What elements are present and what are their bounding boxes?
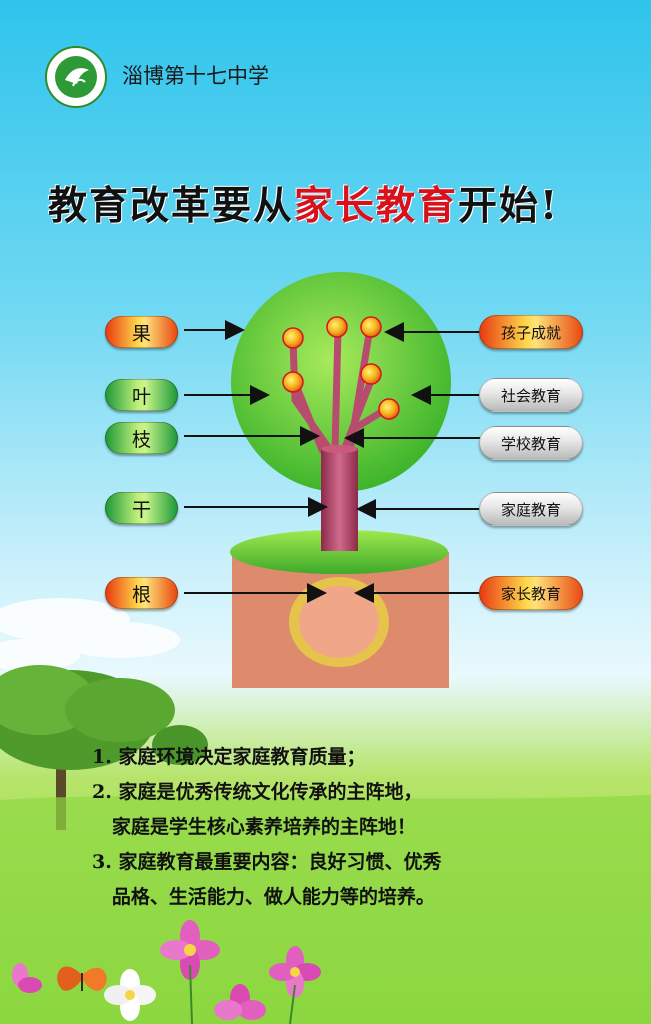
tree-part-leaf: 叶	[105, 379, 178, 411]
tree-part-branch: 枝	[105, 422, 178, 454]
headline-part: 教育改革要从	[48, 183, 295, 229]
label-school-education: 学校教育	[479, 426, 583, 460]
tree-part-root: 根	[105, 577, 178, 609]
tree-trunk	[321, 448, 358, 551]
school-logo	[45, 46, 107, 108]
background-tree	[0, 665, 208, 830]
point-line: 1. 家庭环境决定家庭教育质量；	[92, 746, 366, 768]
butterfly-decoration	[57, 966, 107, 991]
left-arrows	[184, 320, 328, 603]
headline-part: 开始!	[458, 183, 560, 229]
label-social-education: 社会教育	[479, 378, 583, 412]
flower-decoration	[12, 920, 321, 1024]
grass-mound	[230, 530, 448, 574]
point-line: 家庭是学生核心素养培养的主阵地！	[92, 816, 416, 838]
tree-fruits	[282, 316, 400, 420]
cloud-decoration	[0, 598, 180, 671]
tree-part-fruit: 果	[105, 316, 178, 348]
root-ball	[299, 586, 379, 658]
grass-field	[0, 795, 651, 1024]
tree-part-trunk: 干	[105, 492, 178, 524]
label-child-achievement: 孩子成就	[479, 315, 583, 349]
label-parent-education: 家长教育	[479, 576, 583, 610]
point-line: 2. 家庭是优秀传统文化传承的主阵地，	[92, 781, 423, 803]
point-line: 品格、生活能力、做人能力等的培养。	[92, 886, 435, 908]
label-family-education: 家庭教育	[479, 492, 583, 526]
school-name: 淄博第十七中学	[122, 64, 269, 88]
headline-highlight: 家长教育	[294, 183, 459, 229]
point-line: 3. 家庭教育最重要内容：良好习惯、优秀	[92, 851, 442, 873]
key-points: 1. 家庭环境决定家庭教育质量； 2. 家庭是优秀传统文化传承的主阵地， 家庭是…	[92, 740, 441, 915]
headline: 教育改革要从家长教育开始!	[48, 175, 559, 231]
right-arrows	[344, 322, 480, 603]
